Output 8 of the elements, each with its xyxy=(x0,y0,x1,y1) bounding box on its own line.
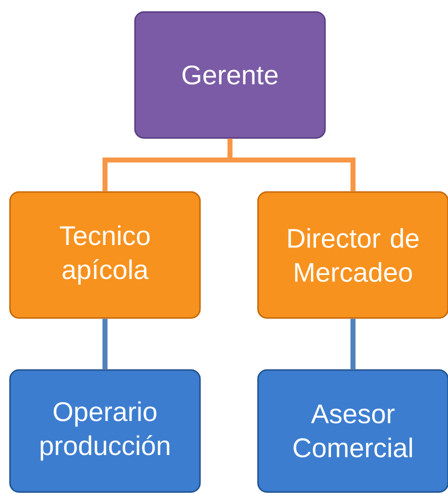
org-box: Asesor Comercial xyxy=(257,369,448,493)
org-box: Gerente xyxy=(134,11,326,139)
connector-line xyxy=(102,318,108,370)
org-box: Tecnico apícola xyxy=(9,191,201,319)
org-box: Operario producción xyxy=(9,369,201,493)
org-box: Director de Mercadeo xyxy=(257,191,448,319)
connector-line xyxy=(350,318,356,370)
connector-line xyxy=(228,138,356,192)
